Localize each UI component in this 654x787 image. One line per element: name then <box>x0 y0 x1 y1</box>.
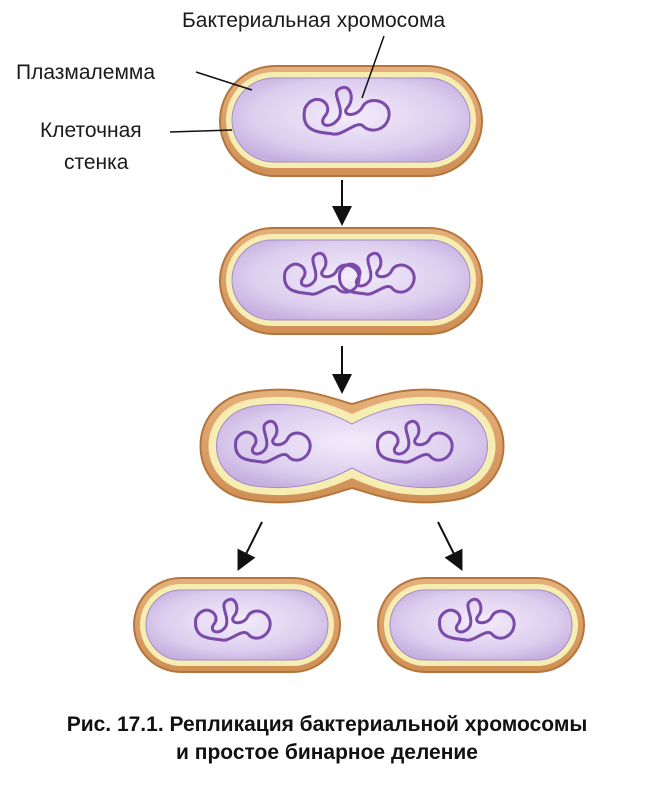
cytoplasm <box>216 403 488 489</box>
cell-wall-label-line2: стенка <box>64 151 129 174</box>
cell-stage-3 <box>199 388 505 504</box>
figure-caption-line1: Рис. 17.1. Репликация бактериальной хром… <box>66 713 588 736</box>
plasmalemma-leader-line <box>195 71 253 91</box>
chromosome-leader-line <box>361 35 385 99</box>
chromosome-label: Бактериальная хромосома <box>182 9 446 32</box>
chromosome-copy-icon <box>338 251 416 296</box>
cell-wall-label-line1: Клеточная <box>40 119 142 142</box>
cell-wall-leader-line <box>169 129 233 133</box>
arrow-down-left-icon <box>237 521 263 571</box>
chromosome-icon <box>234 419 312 464</box>
daughter-cell-left <box>133 577 341 673</box>
cell-stage-1 <box>219 65 483 177</box>
cell-stage-2 <box>219 227 483 335</box>
chromosome-icon <box>376 419 454 464</box>
cytoplasm <box>231 239 471 321</box>
chromosome-icon <box>438 597 516 642</box>
chromosome-icon <box>283 251 361 296</box>
daughter-cell-right <box>377 577 585 673</box>
figure-caption-line2: и простое бинарное деление <box>176 741 478 764</box>
cytoplasm <box>389 589 573 661</box>
cytoplasm <box>231 77 471 163</box>
plasmalemma-label: Плазмалемма <box>16 61 156 84</box>
chromosome-icon <box>302 85 391 136</box>
cytoplasm <box>145 589 329 661</box>
chromosome-icon <box>194 597 272 642</box>
arrow-down-right-icon <box>437 521 463 571</box>
